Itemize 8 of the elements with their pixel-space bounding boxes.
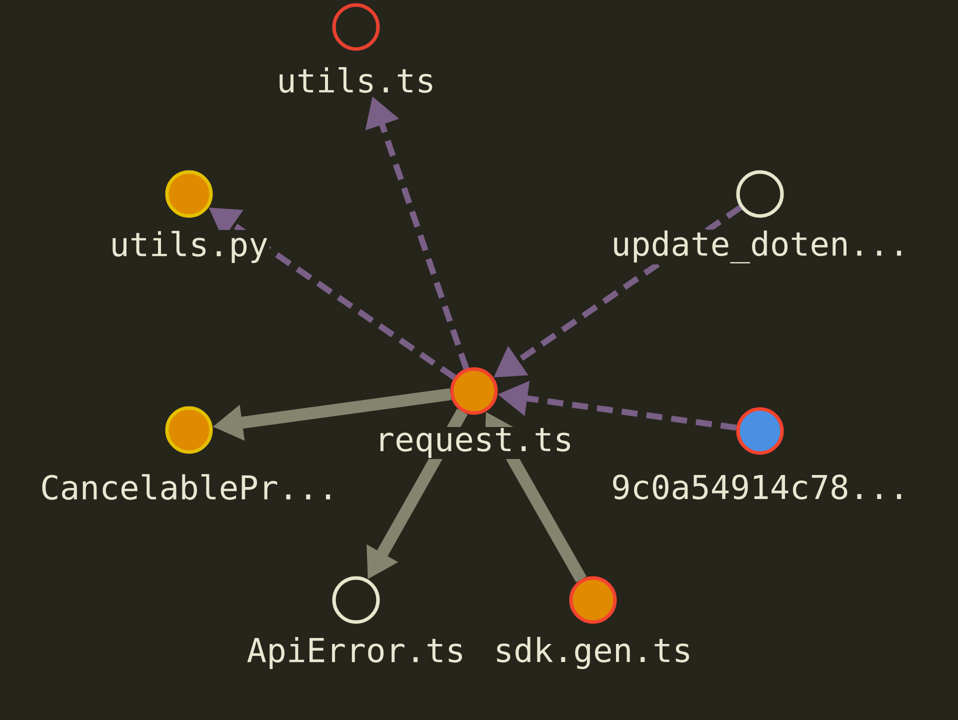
file-label: utils.ts <box>276 66 436 94</box>
file-label: sdk.gen.ts <box>492 636 694 670</box>
file-label: update_doten... <box>610 230 910 264</box>
file-label: CancelablePr... <box>39 473 339 501</box>
file-label: ApiError.ts <box>246 636 466 670</box>
file-label: utils.py <box>108 230 270 264</box>
file-label: request.ts <box>374 426 574 460</box>
file-label: 9c0a54914c78... <box>610 474 910 500</box>
